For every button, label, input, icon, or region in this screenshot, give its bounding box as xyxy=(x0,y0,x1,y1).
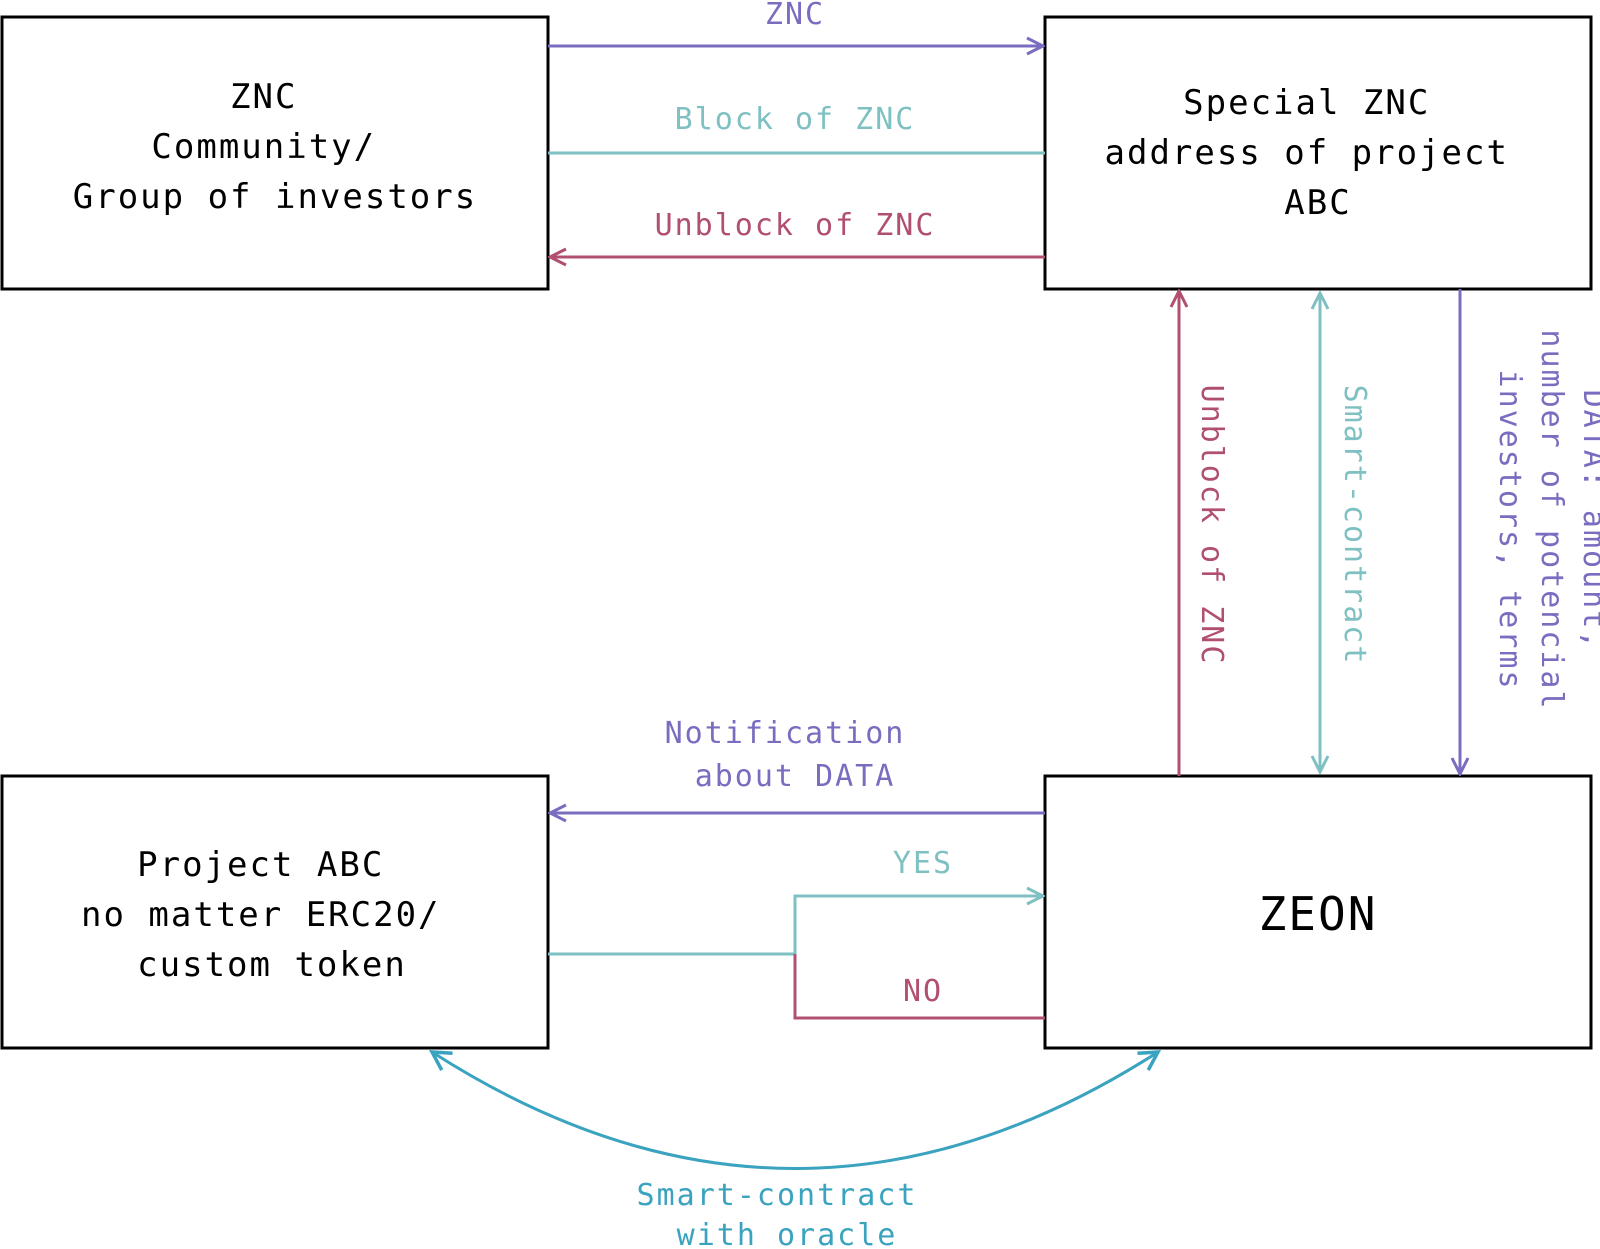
special-line-1: Special ZNC xyxy=(1183,83,1430,123)
oracle-line-2: with oracle xyxy=(677,1218,898,1249)
data-label-line-3: investors, terms xyxy=(1492,370,1527,691)
project-line-2: no matter ERC20/ xyxy=(81,895,441,935)
community-box xyxy=(0,15,550,291)
yes-edge-label: YES xyxy=(893,846,953,881)
special-address-label: Special ZNC address of project ABC xyxy=(1105,83,1532,223)
smart-contract-vertical-edge-label: Smart-contract xyxy=(1337,385,1372,666)
special-address-box xyxy=(1043,15,1593,291)
oracle-line-1: Smart-contract xyxy=(637,1178,918,1213)
community-line-1: ZNC xyxy=(230,77,297,117)
data-edge-label: DATA: amount, number of potencial invest… xyxy=(1492,329,1600,730)
oracle-curve-arrow xyxy=(428,1050,1162,1170)
project-line-1: Project ABC xyxy=(137,845,384,885)
notification-line-1: Notification xyxy=(665,716,906,751)
data-label-line-2: number of potencial xyxy=(1534,329,1569,710)
znc-edge-label: ZNC xyxy=(765,0,825,32)
no-line xyxy=(793,954,1045,1020)
unblock-vertical-edge-label: Unblock of ZNC xyxy=(1194,385,1229,666)
project-line-3: custom token xyxy=(137,945,407,985)
data-label-line-1: DATA: amount, xyxy=(1576,390,1600,651)
special-line-2: address of project xyxy=(1105,133,1509,173)
notification-edge-label: Notification about DATA xyxy=(665,716,926,794)
community-line-3: Group of investors xyxy=(73,177,477,217)
notification-line-2: about DATA xyxy=(695,759,896,794)
community-label: ZNC Community/ Group of investors xyxy=(73,77,477,217)
special-line-3: ABC xyxy=(1284,183,1351,223)
community-line-2: Community/ xyxy=(151,127,376,167)
no-edge-label: NO xyxy=(903,974,943,1009)
project-label: Project ABC no matter ERC20/ custom toke… xyxy=(81,845,463,985)
oracle-edge-label: Smart-contract with oracle xyxy=(637,1178,938,1249)
zeon-label: ZEON xyxy=(1259,887,1378,941)
zeon-box xyxy=(1043,774,1593,1050)
unblock-top-edge-label: Unblock of ZNC xyxy=(655,208,936,243)
yes-arrow xyxy=(548,896,1043,956)
project-box xyxy=(0,774,550,1050)
block-edge-label: Block of ZNC xyxy=(675,102,916,137)
